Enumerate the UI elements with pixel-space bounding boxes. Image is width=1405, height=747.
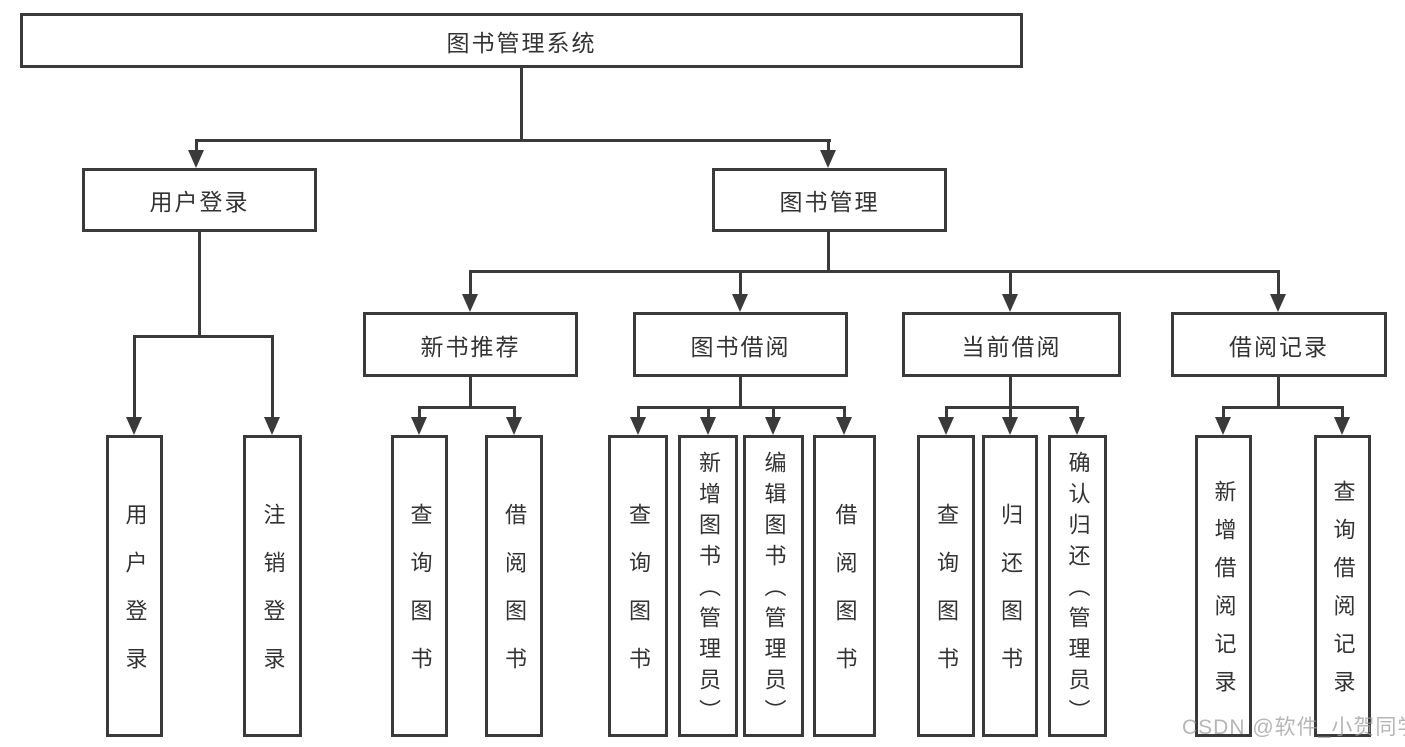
- leaf-label: 确认归还（管理员）: [1065, 451, 1091, 730]
- connector-stem: [739, 377, 742, 406]
- leaf-borrowing-borrow-book: 借阅图书: [813, 435, 876, 737]
- arrow-down-icon: [1215, 417, 1231, 435]
- leaf-login-logout: 注销登录: [243, 435, 302, 737]
- leaf-label: 编辑图书（管理员）: [761, 451, 787, 730]
- connector-drop: [1222, 406, 1225, 418]
- leaf-recommend-borrow-book: 借阅图书: [485, 435, 543, 737]
- connector-user-login-stem: [198, 232, 201, 335]
- leaf-recommend-query-book: 查询图书: [391, 435, 448, 737]
- leaf-borrowing-query-book: 查询图书: [608, 435, 668, 737]
- connector-level1-hline: [195, 139, 831, 142]
- connector-level2-hline: [469, 270, 1280, 273]
- leaf-borrowing-edit-book-admin: 编辑图书（管理员）: [743, 435, 804, 737]
- connector-stem: [1277, 377, 1280, 406]
- node-current-borrowing: 当前借阅: [902, 312, 1121, 377]
- connector-drop: [945, 406, 948, 418]
- arrow-down-icon: [462, 294, 478, 312]
- connector-drop: [1009, 406, 1012, 418]
- arrow-down-icon: [188, 150, 204, 168]
- arrow-down-icon: [126, 417, 142, 435]
- leaf-label: 查询图书: [407, 503, 433, 695]
- leaf-label: 用户登录: [122, 503, 148, 695]
- connector-hline: [945, 406, 1079, 409]
- node-root: 图书管理系统: [20, 13, 1023, 68]
- leaf-label: 查询借阅记录: [1330, 480, 1356, 708]
- arrow-down-icon: [1270, 294, 1286, 312]
- connector-hline: [637, 406, 846, 409]
- leaf-current-return-book: 归还图书: [982, 435, 1038, 737]
- connector-drop: [195, 139, 198, 151]
- connector-stem: [1009, 377, 1012, 406]
- connector-root-stem: [520, 68, 523, 139]
- connector-drop: [637, 406, 640, 418]
- arrow-down-icon: [938, 417, 954, 435]
- connector-drop: [827, 139, 830, 151]
- connector-drop: [133, 335, 136, 418]
- connector-drop: [469, 270, 472, 295]
- connector-user-login-hline: [133, 335, 274, 338]
- connector-drop: [772, 406, 775, 418]
- watermark: CSDN @软件_小贺同学: [1182, 716, 1405, 739]
- connector-drop: [1277, 270, 1280, 295]
- arrow-down-icon: [1334, 417, 1350, 435]
- node-new-book-recommendation: 新书推荐: [363, 312, 578, 377]
- leaf-label: 借阅图书: [832, 503, 858, 695]
- connector-drop: [707, 406, 710, 418]
- arrow-down-icon: [411, 417, 427, 435]
- connector-drop: [271, 335, 274, 418]
- connector-drop: [513, 406, 516, 418]
- connector-drop: [1341, 406, 1344, 418]
- connector-book-mgmt-stem: [827, 232, 830, 270]
- node-user-login: 用户登录: [82, 168, 317, 232]
- leaf-label: 注销登录: [260, 503, 286, 695]
- arrow-down-icon: [506, 417, 522, 435]
- connector-drop: [1009, 270, 1012, 295]
- arrow-down-icon: [836, 417, 852, 435]
- leaf-records-add-record: 新增借阅记录: [1195, 435, 1252, 737]
- arrow-down-icon: [700, 417, 716, 435]
- leaf-label: 新增图书（管理员）: [696, 451, 721, 730]
- arrow-down-icon: [1002, 294, 1018, 312]
- node-book-management: 图书管理: [712, 168, 947, 232]
- leaf-current-query-book: 查询图书: [917, 435, 975, 737]
- arrow-down-icon: [732, 294, 748, 312]
- connector-drop: [1076, 406, 1079, 418]
- connector-drop: [739, 270, 742, 295]
- node-borrowing-records: 借阅记录: [1171, 312, 1387, 377]
- leaf-current-confirm-return-admin: 确认归还（管理员）: [1048, 435, 1107, 737]
- node-book-borrowing: 图书借阅: [633, 312, 848, 377]
- leaf-label: 新增借阅记录: [1211, 480, 1237, 708]
- connector-hline: [1222, 406, 1344, 409]
- leaf-records-query-record: 查询借阅记录: [1314, 435, 1371, 737]
- arrow-down-icon: [1002, 417, 1018, 435]
- arrow-down-icon: [820, 150, 836, 168]
- connector-drop: [418, 406, 421, 418]
- arrow-down-icon: [1069, 417, 1085, 435]
- leaf-label: 查询图书: [626, 503, 651, 695]
- connector-drop: [843, 406, 846, 418]
- connector-stem: [469, 377, 472, 406]
- connector-hline: [418, 406, 516, 409]
- leaf-label: 借阅图书: [502, 503, 527, 695]
- arrow-down-icon: [765, 417, 781, 435]
- arrow-down-icon: [630, 417, 646, 435]
- leaf-login-user-login: 用户登录: [106, 435, 163, 737]
- leaf-label: 归还图书: [998, 503, 1023, 695]
- leaf-label: 查询图书: [934, 503, 959, 695]
- arrow-down-icon: [264, 417, 280, 435]
- leaf-borrowing-add-book-admin: 新增图书（管理员）: [678, 435, 738, 737]
